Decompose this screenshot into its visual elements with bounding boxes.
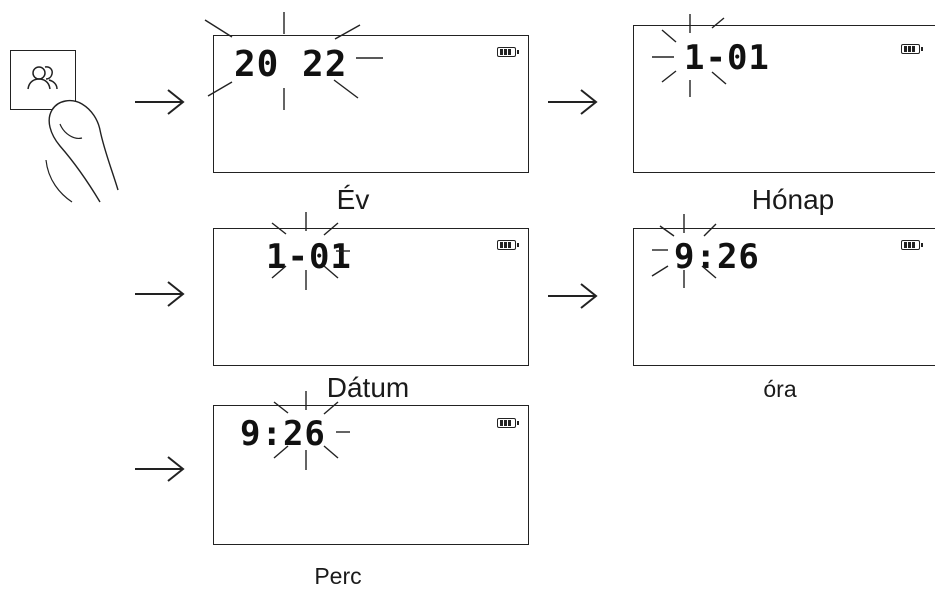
finger-icon [45, 99, 119, 203]
lcd-screen-date: 1-01 [213, 228, 529, 366]
arrow-right-icon [548, 283, 598, 309]
caption-month: Hónap [751, 184, 835, 215]
battery-icon [497, 240, 519, 250]
hour-display: 9:26 [674, 237, 760, 277]
year-display: 20 22 [234, 44, 348, 85]
battery-icon [901, 240, 923, 250]
month-display: 1-01 [684, 38, 770, 78]
date-display: 1-01 [266, 237, 352, 277]
people-icon [27, 66, 58, 90]
caption-date: Dátum [326, 372, 410, 403]
lcd-screen-minute: 9:26 [213, 405, 529, 545]
caption-minute: Perc [314, 563, 362, 589]
battery-icon [901, 44, 923, 54]
caption-hour: óra [763, 376, 797, 402]
user-button[interactable] [10, 50, 76, 110]
battery-icon [497, 418, 519, 428]
arrow-right-icon [135, 281, 185, 307]
lcd-screen-hour: 9:26 [633, 228, 935, 366]
battery-icon [497, 47, 519, 57]
arrow-right-icon [135, 89, 185, 115]
arrow-right-icon [135, 456, 185, 482]
arrow-right-icon [548, 89, 598, 115]
caption-year: Év [336, 184, 370, 215]
minute-display: 9:26 [240, 414, 326, 454]
lcd-screen-month: 1-01 [633, 25, 935, 173]
lcd-screen-year: 20 22 [213, 35, 529, 173]
